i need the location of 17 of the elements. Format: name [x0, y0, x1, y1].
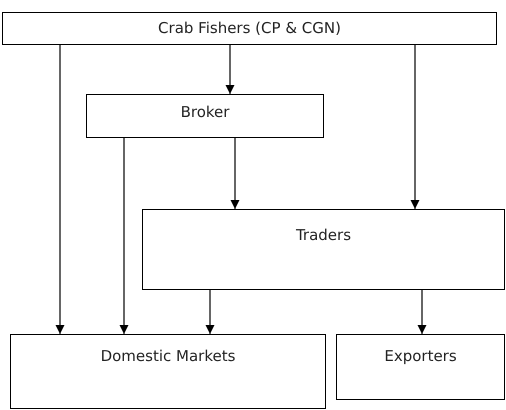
process-box	[142, 209, 505, 290]
process-box	[336, 334, 505, 400]
arrow	[56, 45, 64, 334]
process-box	[10, 334, 326, 409]
box-label: Domestic Markets	[100, 347, 236, 365]
arrow	[230, 138, 240, 209]
process-box	[86, 94, 324, 138]
box-label: Broker	[180, 103, 230, 121]
process-box	[2, 12, 497, 45]
box-label: Crab Fishers (CP & CGN)	[158, 19, 341, 37]
arrow	[418, 290, 426, 334]
box-label: Traders	[296, 226, 352, 244]
arrow	[410, 45, 420, 209]
arrow	[226, 45, 234, 94]
arrow	[206, 290, 214, 334]
box-label: Exporters	[384, 347, 457, 365]
arrow	[120, 138, 128, 334]
